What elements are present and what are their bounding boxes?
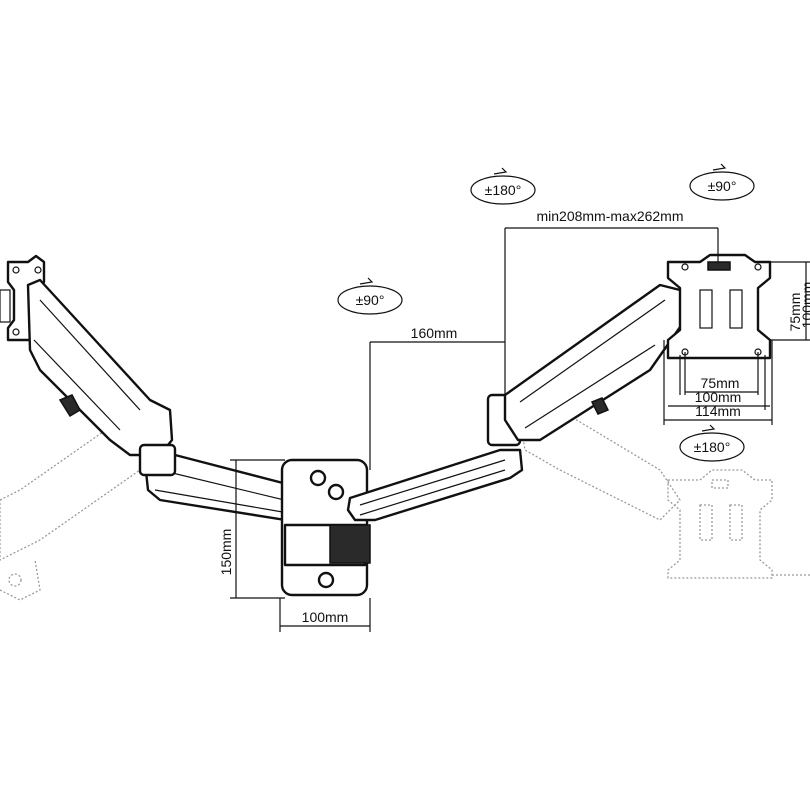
rotation-label-mid-top: ±180° bbox=[485, 182, 522, 198]
vesa-75-v-label: 75mm bbox=[787, 293, 803, 332]
vesa-100-h-label: 100mm bbox=[695, 389, 742, 405]
right-lower-arm bbox=[346, 448, 524, 522]
left-gas-spring-arm bbox=[26, 278, 174, 457]
reach-label: min208mm-max262mm bbox=[536, 208, 683, 224]
rotation-badge-left: ±90° bbox=[337, 277, 403, 315]
rotation-label-right-top: ±90° bbox=[708, 178, 737, 194]
rotation-badge-right-lower: ±180° bbox=[679, 424, 745, 462]
vesa-75-h-label: 75mm bbox=[701, 375, 740, 391]
rotation-label-right-lower: ±180° bbox=[694, 439, 731, 455]
arm-length-label: 160mm bbox=[411, 325, 458, 341]
ghost-right-arm bbox=[519, 409, 681, 521]
plate-width-label: 100mm bbox=[302, 609, 349, 625]
vesa-114-h-label: 114mm bbox=[695, 403, 741, 419]
right-vesa-plate bbox=[666, 253, 772, 360]
wall-plate bbox=[280, 458, 371, 597]
right-gas-spring-arm bbox=[486, 283, 687, 447]
rotation-badge-right-top: ±90° bbox=[689, 163, 755, 201]
ghost-right-vesa-plate bbox=[667, 469, 810, 579]
rotation-badge-mid-top: ±180° bbox=[470, 167, 536, 205]
ghost-left-arm bbox=[0, 419, 161, 601]
plate-height-label: 150mm bbox=[218, 529, 234, 576]
rotation-label-left: ±90° bbox=[356, 292, 385, 308]
dimension-lines bbox=[230, 227, 810, 632]
vesa-100-v-label: 100mm bbox=[799, 282, 810, 329]
